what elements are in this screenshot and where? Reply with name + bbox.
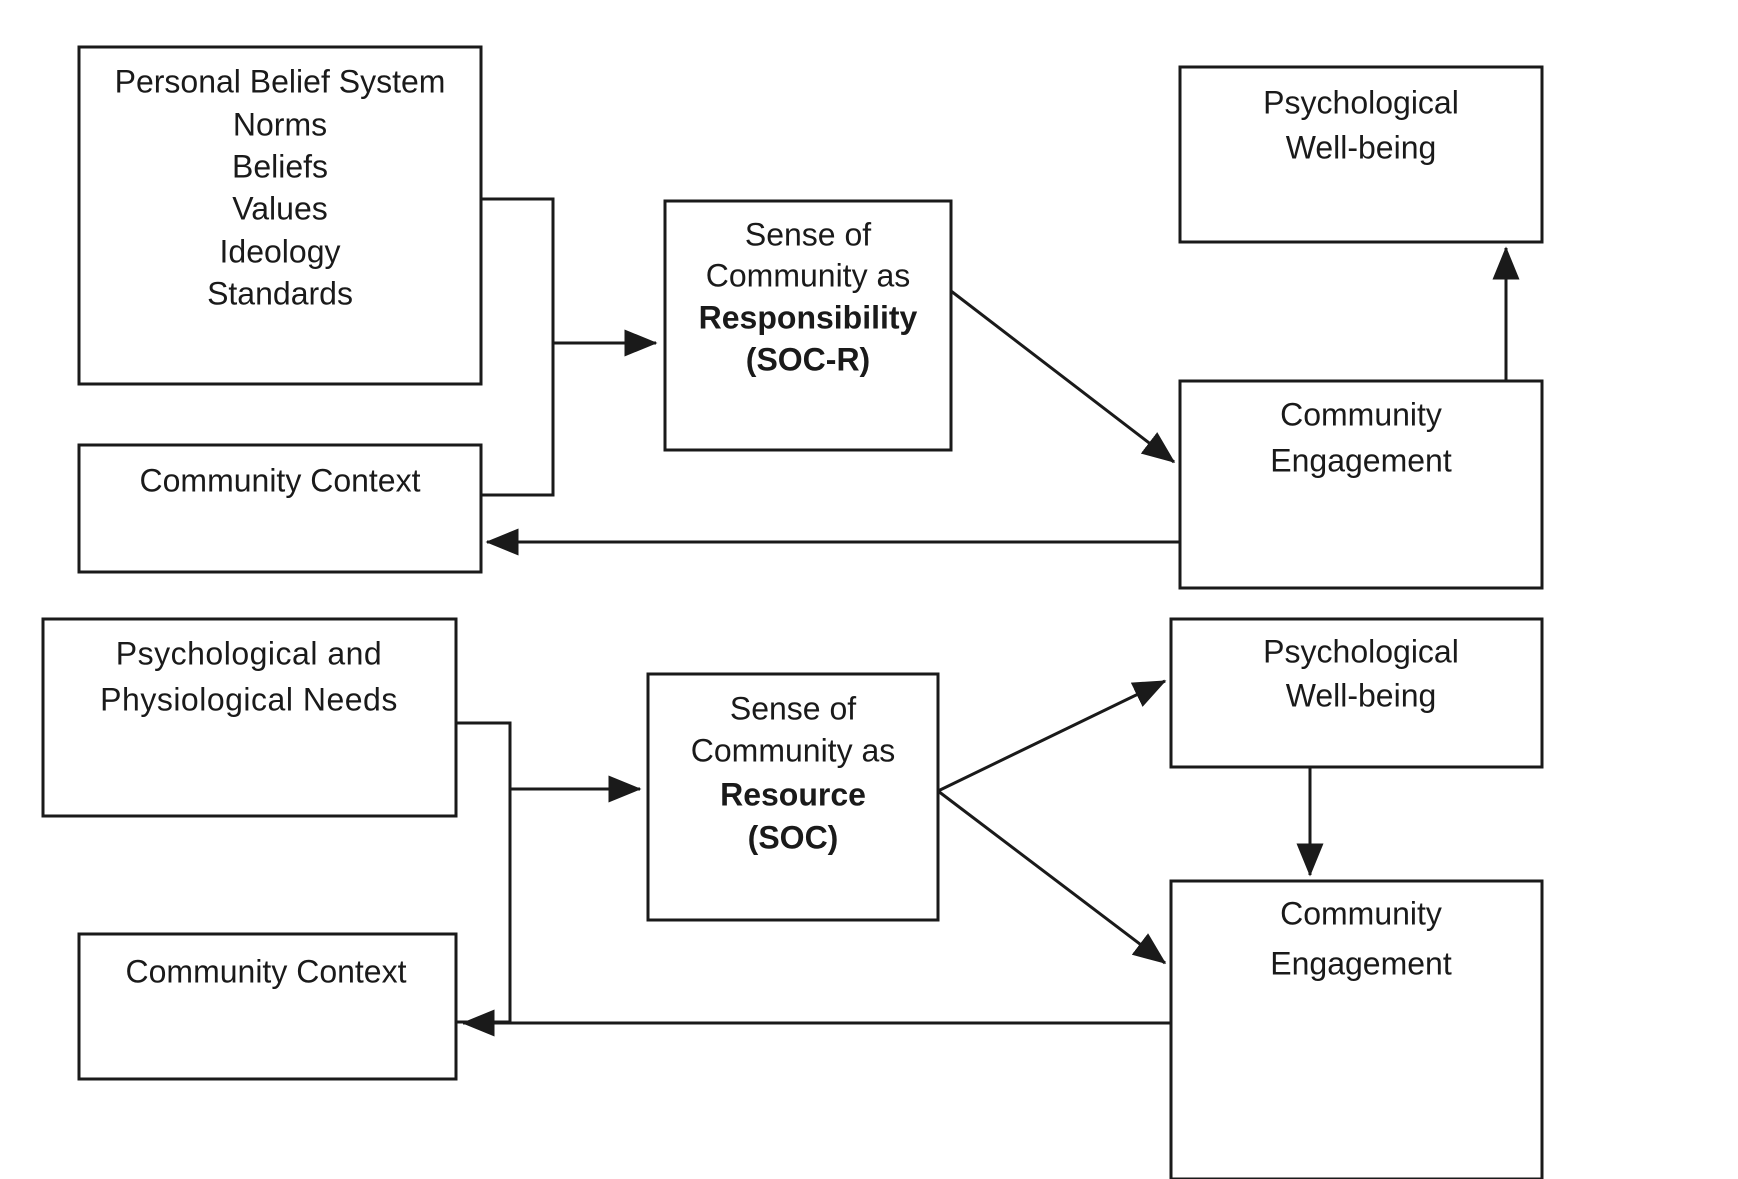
bottom-soc-line-3: (SOC) <box>748 819 839 855</box>
top-personal-belief-system-node: Personal Belief System Norms Beliefs Val… <box>77 45 483 386</box>
top-community-context-box <box>77 443 483 574</box>
bottom-needs-line-1: Physiological Needs <box>100 681 398 717</box>
top-pbs-line-1: Norms <box>233 106 327 142</box>
bottom-needs-line-0: Psychological and <box>116 635 382 671</box>
bottom-soc-box <box>646 672 940 922</box>
bottom-soc-line-1: Community as <box>691 732 896 768</box>
top-pbs-line-5: Standards <box>207 275 353 311</box>
top-socr-line-0: Sense of <box>745 216 871 252</box>
bottom-community-engagement-box <box>1169 879 1544 1179</box>
top-socr-line-1: Community as <box>706 257 911 293</box>
bottom-pwb-line-0: Psychological <box>1263 633 1459 669</box>
bottom-arrow-soc-to-wellbeing <box>937 679 1167 793</box>
top-soc-r-box <box>663 199 953 452</box>
bottom-ce-line-0: Community <box>1280 895 1442 931</box>
top-socr-line-3: (SOC-R) <box>746 341 870 377</box>
bottom-community-engagement-node: Community Engagement <box>1169 879 1544 1179</box>
top-personal-belief-system-box <box>77 45 483 386</box>
top-pwb-line-1: Well-being <box>1286 129 1437 165</box>
bottom-arrow-soc-to-engagement <box>937 789 1167 965</box>
top-psychological-wellbeing-node: Psychological Well-being <box>1178 65 1544 244</box>
top-community-engagement-node: Community Engagement <box>1178 379 1544 590</box>
top-community-context-label: Community Context <box>140 462 421 498</box>
top-community-engagement-box <box>1178 379 1544 590</box>
bottom-psychological-wellbeing-node: Psychological Well-being <box>1169 617 1544 769</box>
top-socr-line-2: Responsibility <box>699 299 918 335</box>
top-ce-line-0: Community <box>1280 396 1442 432</box>
top-pbs-line-4: Ideology <box>220 233 341 269</box>
top-soc-r-node: Sense of Community as Responsibility (SO… <box>663 199 953 452</box>
bottom-soc-line-0: Sense of <box>730 690 856 726</box>
top-psychological-wellbeing-box <box>1178 65 1544 244</box>
top-antecedent-bracket <box>481 197 555 497</box>
bottom-community-context-box <box>77 932 458 1081</box>
top-arrow-socr-to-engagement <box>950 289 1176 464</box>
bottom-soc-node: Sense of Community as Resource (SOC) <box>646 672 940 922</box>
bottom-antecedent-bracket <box>456 721 512 1024</box>
top-pbs-line-2: Beliefs <box>232 148 328 184</box>
top-pbs-line-0: Personal Belief System <box>115 63 446 99</box>
bottom-needs-box <box>41 617 458 818</box>
bottom-community-context-label: Community Context <box>126 953 407 989</box>
top-pwb-line-0: Psychological <box>1263 84 1459 120</box>
bottom-needs-node: Psychological and Physiological Needs <box>41 617 458 818</box>
bottom-soc-line-2: Resource <box>720 776 866 812</box>
top-pbs-line-3: Values <box>232 190 327 226</box>
bottom-psychological-wellbeing-box <box>1169 617 1544 769</box>
top-ce-line-1: Engagement <box>1270 442 1452 478</box>
bottom-ce-line-1: Engagement <box>1270 945 1452 981</box>
bottom-pwb-line-1: Well-being <box>1286 677 1437 713</box>
top-community-context-node: Community Context <box>77 443 483 574</box>
bottom-community-context-node: Community Context <box>77 932 458 1081</box>
